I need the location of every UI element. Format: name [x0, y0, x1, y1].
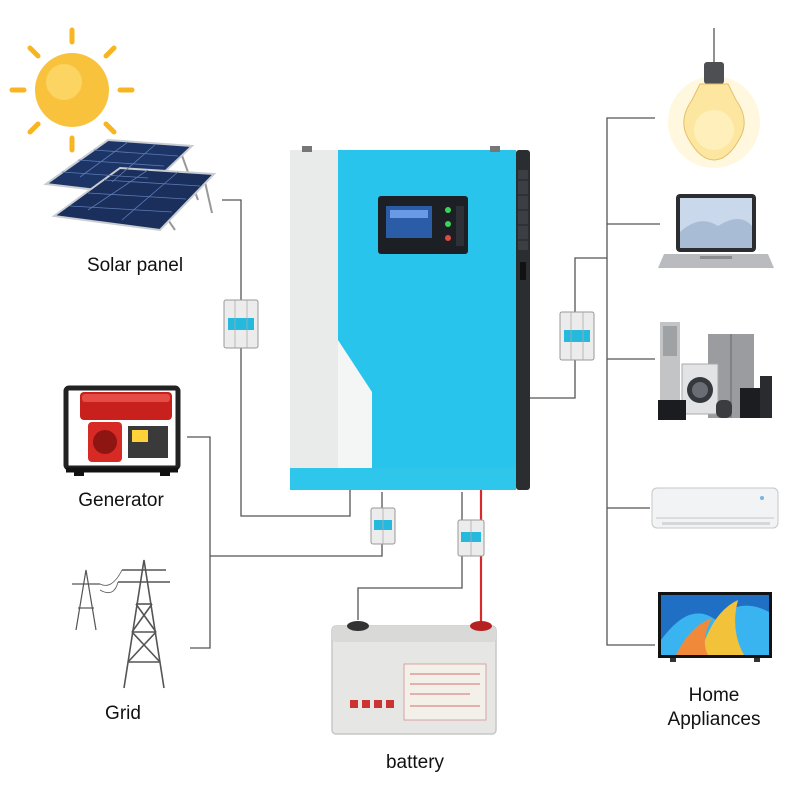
laptop-icon	[658, 194, 774, 268]
home-appliances-label-line2: Appliances	[667, 709, 761, 730]
solar-panel-icon	[43, 138, 217, 232]
power-tower-icon	[72, 559, 170, 689]
sun-icon	[9, 27, 135, 153]
generator-label: Generator	[78, 490, 164, 511]
grid-ac-wire	[210, 492, 383, 557]
battery-label: battery	[385, 752, 445, 773]
generator-icon	[63, 385, 181, 476]
solar-wire	[222, 199, 351, 517]
light-bulb-icon	[668, 62, 760, 168]
battery-icon	[331, 621, 497, 735]
circuit-breaker-icon	[457, 519, 485, 557]
circuit-breaker-icon	[559, 311, 595, 361]
appliance-bus	[606, 117, 655, 646]
air-conditioner-icon	[651, 487, 779, 529]
generator-wire	[187, 436, 211, 649]
television-icon	[658, 592, 772, 662]
home-appliances-label-line1: Home	[688, 685, 740, 706]
circuit-breaker-icon	[223, 299, 259, 349]
grid-label: Grid	[105, 703, 141, 724]
circuit-breaker-icon	[370, 507, 396, 545]
kitchen-appliances-icon	[658, 322, 772, 420]
solar-panel-label: Solar panel	[86, 255, 184, 276]
hybrid-solar-inverter	[290, 146, 530, 490]
